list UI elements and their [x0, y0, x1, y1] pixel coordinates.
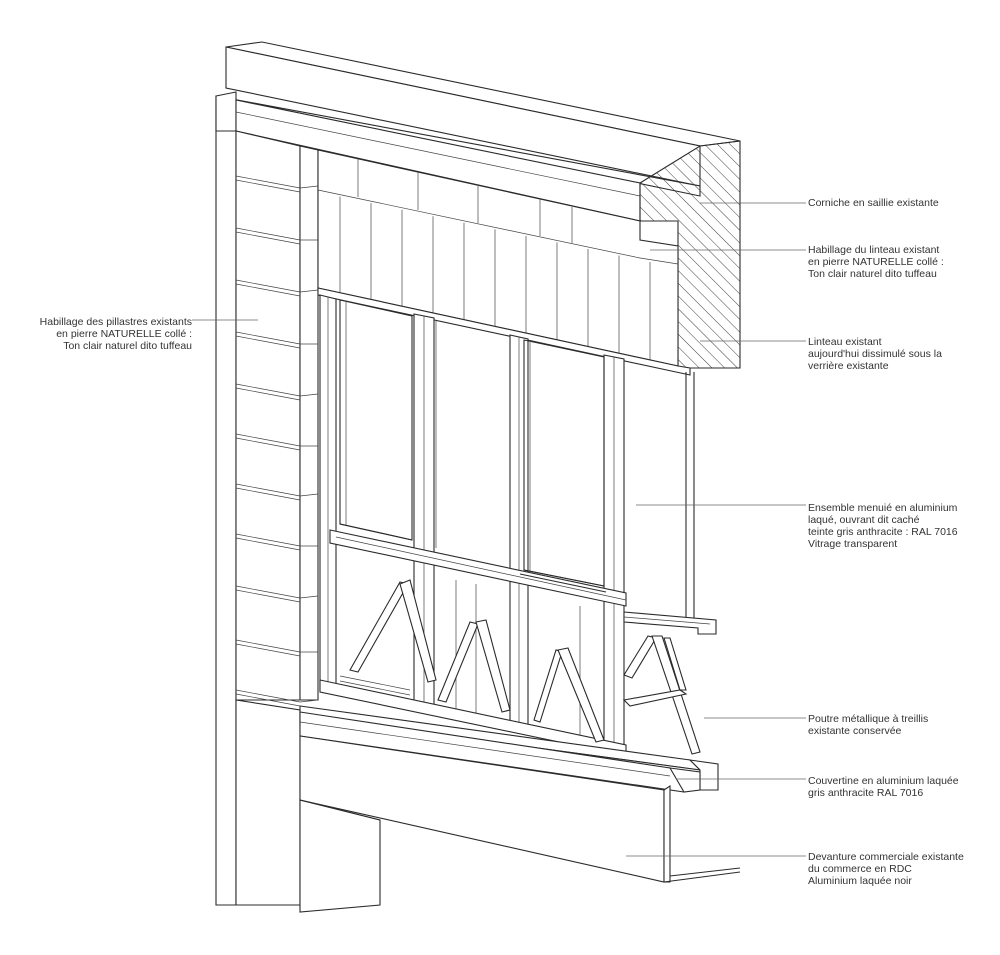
devanture [299, 735, 741, 883]
stone-course-joint [235, 179, 301, 193]
stone-course-joint [299, 185, 319, 189]
stone-course-joint [235, 483, 301, 497]
stone-course-joint [235, 437, 301, 451]
stone-course-joint [235, 533, 301, 547]
leader-lines [192, 202, 806, 857]
ensemble-menuiserie [319, 294, 695, 757]
annotation-habillage-linteau: Habillage du linteau existant en pierre … [808, 244, 944, 280]
annotation-line: Ensemble menuié en aluminium [808, 502, 958, 514]
stone-course-joint [235, 639, 301, 653]
annotation-line: Poutre métallique à treillis [808, 713, 929, 725]
annotation-pillastres: Habillage des pillastres existants en pi… [16, 316, 192, 352]
pilastre-gauche [215, 130, 381, 913]
annotation-corniche: Corniche en saillie existante [808, 197, 939, 209]
annotation-line: Ton clair naturel dito tuffeau [63, 340, 192, 352]
stone-course-joint [235, 231, 301, 245]
annotation-line: du commerce en RDC [808, 863, 912, 875]
stone-course-joint [235, 643, 301, 657]
stone-course-joint [235, 689, 301, 703]
annotation-line: Corniche en saillie existante [808, 197, 939, 209]
annotation-line: Habillage des pillastres existants [39, 316, 192, 328]
stone-course-joint [235, 585, 301, 599]
stone-course-joint [299, 393, 319, 397]
annotation-line: teinte gris anthracite : RAL 7016 [808, 526, 958, 538]
couvertine [299, 711, 701, 793]
annotation-line: gris anthracite RAL 7016 [808, 787, 924, 799]
stone-course-joint [235, 279, 301, 293]
stone-course-joint [235, 433, 301, 447]
annotation-line: aujourd'hui dissimulé sous la [808, 348, 942, 360]
stone-course-joint [235, 331, 301, 345]
annotation-line: en pierre NATURELLE collé : [808, 256, 944, 268]
stone-course-joint [299, 493, 319, 497]
stone-course-joint [235, 335, 301, 349]
stone-course-joint [235, 487, 301, 501]
stone-course-joint [299, 595, 319, 599]
annotation-line: Devanture commerciale existante [808, 851, 964, 863]
stone-course-joint [235, 227, 301, 241]
annotation-poutre: Poutre métallique à treillis existante c… [808, 713, 928, 737]
annotation-line: Habillage du linteau existant [808, 244, 940, 256]
annotation-ensemble-menuise: Ensemble menuié en aluminium laqué, ouvr… [808, 502, 958, 550]
annotation-couvertine: Couvertine en aluminium laquée gris anth… [808, 775, 959, 799]
annotation-devanture: Devanture commerciale existante du comme… [808, 851, 964, 887]
stone-course-joint [235, 693, 301, 707]
annotation-linteau: Linteau existant aujourd'hui dissimulé s… [808, 336, 942, 372]
stone-course-joint [235, 383, 301, 397]
annotation-line: verrière existante [808, 360, 889, 372]
annotation-line: Ton clair naturel dito tuffeau [808, 268, 937, 280]
stone-course-joint [299, 699, 319, 703]
annotation-line: en pierre NATURELLE collé : [56, 328, 192, 340]
annotation-line: Vitrage transparent [808, 538, 898, 550]
annotation-line: Linteau existant [808, 336, 882, 348]
stone-course-joint [235, 589, 301, 603]
annotation-line: laqué, ouvrant dit caché [808, 514, 920, 526]
annotation-line: Aluminium laquée noir [808, 875, 912, 887]
stone-course-joint [235, 537, 301, 551]
annotation-line: existante conservée [808, 725, 902, 737]
stone-course-joint [299, 289, 319, 293]
corniche [215, 41, 741, 369]
stone-course-joint [235, 283, 301, 297]
stone-course-joint [235, 387, 301, 401]
habillage-linteau [317, 149, 691, 376]
stone-course-joint [235, 175, 301, 189]
annotation-line: Couvertine en aluminium laquée [808, 775, 959, 787]
